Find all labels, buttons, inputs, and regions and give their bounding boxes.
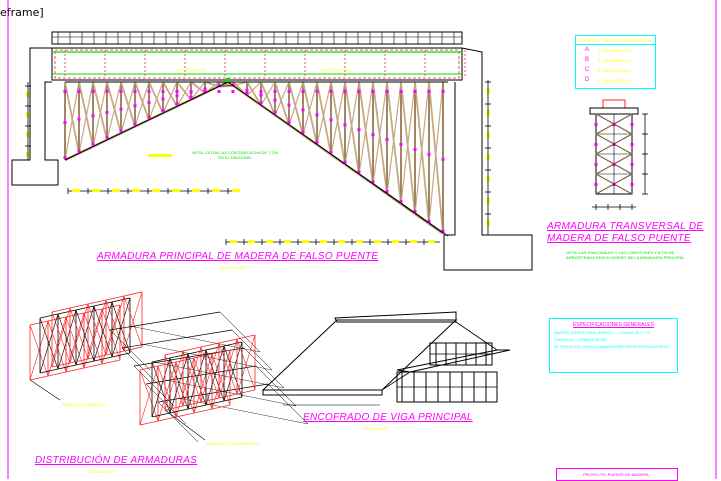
legend-letter: A [584, 47, 589, 53]
distribution-title: DISTRIBUCIÓN DE ARMADURAS [35, 455, 198, 466]
distribution-label-a: ARMADURA PRINCIPAL [62, 402, 107, 407]
distribution-scale: ESCALA 1/100 [88, 469, 115, 474]
main-truss-scale: ESCALA 1/100 [218, 265, 245, 270]
main-truss-elevation: VIGA PRINCIPAL VIGA PRINCIPAL [11, 31, 533, 271]
transverse-truss [589, 99, 648, 210]
legend-header-section: SECCION TRANSVERSAL [603, 38, 653, 43]
specs-line: MADERA: ESTRUCTURAL GRUPO C — CLAVOS DE … [554, 331, 651, 335]
specs-line: TORNILLOS — PERNOS DE 5/8" [554, 338, 607, 342]
frame-label: eframe] [0, 6, 44, 19]
formwork-title: ENCOFRADO DE VIGA PRINCIPAL [303, 412, 473, 423]
legend-row: C 4" DE DIAMETRO [576, 65, 655, 75]
legend-desc: 4" DE DIAMETRO [598, 77, 631, 83]
legend-row: A 8" DE DIAMETRO [576, 45, 655, 55]
stamp-text: PROYECTO: PUENTE DE MADERA [583, 472, 649, 477]
formwork-drawing [261, 311, 511, 406]
legend-letter: C [584, 67, 590, 73]
legend-desc: 6" DE DIAMETRO [598, 57, 631, 63]
element-legend: ELEMENTO SECCION TRANSVERSAL A 8" DE DIA… [575, 35, 656, 89]
formwork-scale: ESCALA S/E [365, 426, 389, 431]
legend-letter: B [584, 57, 589, 63]
legend-letter: D [584, 77, 590, 83]
legend-row: B 6" DE DIAMETRO [576, 55, 655, 65]
title-stamp: PROYECTO: PUENTE DE MADERA [556, 468, 678, 481]
distribution-label-b: ARMADURA TRANSVERSAL [206, 441, 260, 446]
transverse-note: NOTA: LAS DIAGONALES Y LAS LONGITUDES Y … [566, 250, 685, 260]
transverse-truss-title-1: ARMADURA TRANSVERSAL DE [547, 221, 704, 232]
truss-distribution-3d [29, 291, 309, 443]
general-specs-box: ESPECIFICACIONES GENERALES MADERA: ESTRU… [549, 318, 678, 373]
transverse-truss-title-2: MADERA DE FALSO PUENTE [547, 233, 691, 244]
svg-text:VIGA PRINCIPAL: VIGA PRINCIPAL [320, 67, 352, 72]
main-truss-title: ARMADURA PRINCIPAL DE MADERA DE FALSO PU… [97, 251, 379, 262]
truss-note: NOTA: CELDA LAS CONTRAFLECHA DE 7 CM EN … [192, 150, 278, 160]
legend-desc: 4" DE DIAMETRO [598, 67, 631, 73]
legend-desc: 8" DE DIAMETRO [598, 47, 631, 53]
legend-row: D 4" DE DIAMETRO [576, 75, 655, 85]
legend-header-element: ELEMENTO [578, 38, 600, 43]
svg-text:VIGA PRINCIPAL: VIGA PRINCIPAL [175, 67, 207, 72]
specs-line: EN TODOS LOS CASOS LA MADERA DEBE ESTAR … [554, 345, 669, 349]
specs-title: ESPECIFICACIONES GENERALES [573, 322, 654, 328]
